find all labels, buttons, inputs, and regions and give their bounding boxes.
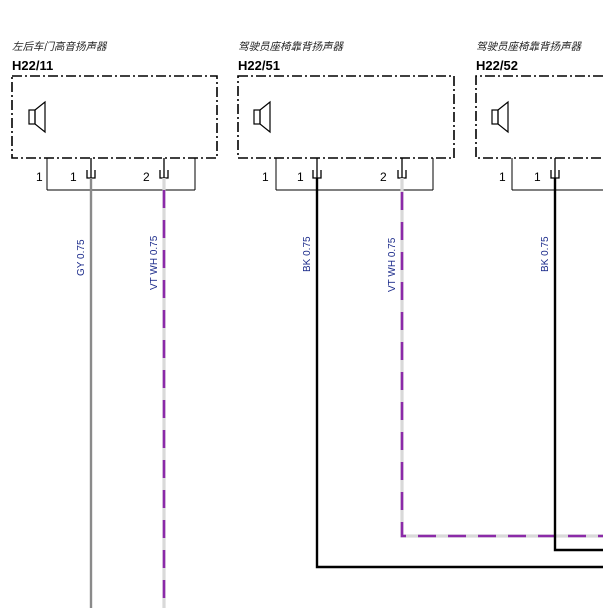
- wire-label: VT WH 0.75: [149, 235, 160, 290]
- wire-black: [315, 178, 603, 569]
- wire-violet-white: [400, 178, 603, 538]
- pin-label: 1: [36, 170, 43, 184]
- pin-label: 2: [380, 170, 387, 184]
- speaker-icon: [491, 100, 509, 134]
- pin-label: 1: [297, 170, 304, 184]
- wire-label: VT WH 0.75: [387, 237, 398, 292]
- speaker-icon: [28, 100, 46, 134]
- pin-terminal-2: [397, 158, 407, 179]
- component-h22-52: 驾驶员座椅靠背扬声器 H22/52 1 1 BK 0.75: [475, 41, 603, 552]
- component-h22-51: 驾驶员座椅靠背扬声器 H22/51 1 1 2 BK: [237, 41, 603, 569]
- component-boundary: [11, 75, 218, 159]
- component-name: 左后车门高音扬声器: [12, 41, 108, 53]
- connector-block: [275, 158, 434, 191]
- component-name: 驾驶员座椅靠背扬声器: [238, 41, 344, 53]
- pin-label: 2: [143, 170, 150, 184]
- pin-label: 1: [262, 170, 269, 184]
- pin-terminal-1: [550, 158, 560, 179]
- pin-terminal-1: [86, 158, 96, 179]
- connector-block: [46, 158, 196, 191]
- component-id: H22/52: [476, 58, 518, 73]
- component-id: H22/11: [12, 58, 53, 73]
- component-h22-11: 左后车门高音扬声器 H22/11 1 1 2 GY: [11, 41, 218, 608]
- component-id: H22/51: [238, 58, 280, 73]
- pin-label: 1: [499, 170, 506, 184]
- wire-black: [553, 178, 603, 552]
- wire-label: GY 0.75: [76, 239, 87, 276]
- pin-label: 1: [70, 170, 77, 184]
- wire-label: BK 0.75: [540, 236, 551, 272]
- pin-label: 1: [534, 170, 541, 184]
- pin-terminal-1: [312, 158, 322, 179]
- component-boundary: [475, 75, 603, 159]
- wire-label: BK 0.75: [302, 236, 313, 272]
- connector-block: [511, 158, 603, 191]
- component-boundary: [237, 75, 455, 159]
- pin-terminal-2: [159, 158, 169, 179]
- component-name: 驾驶员座椅靠背扬声器: [476, 41, 582, 53]
- speaker-icon: [253, 100, 271, 134]
